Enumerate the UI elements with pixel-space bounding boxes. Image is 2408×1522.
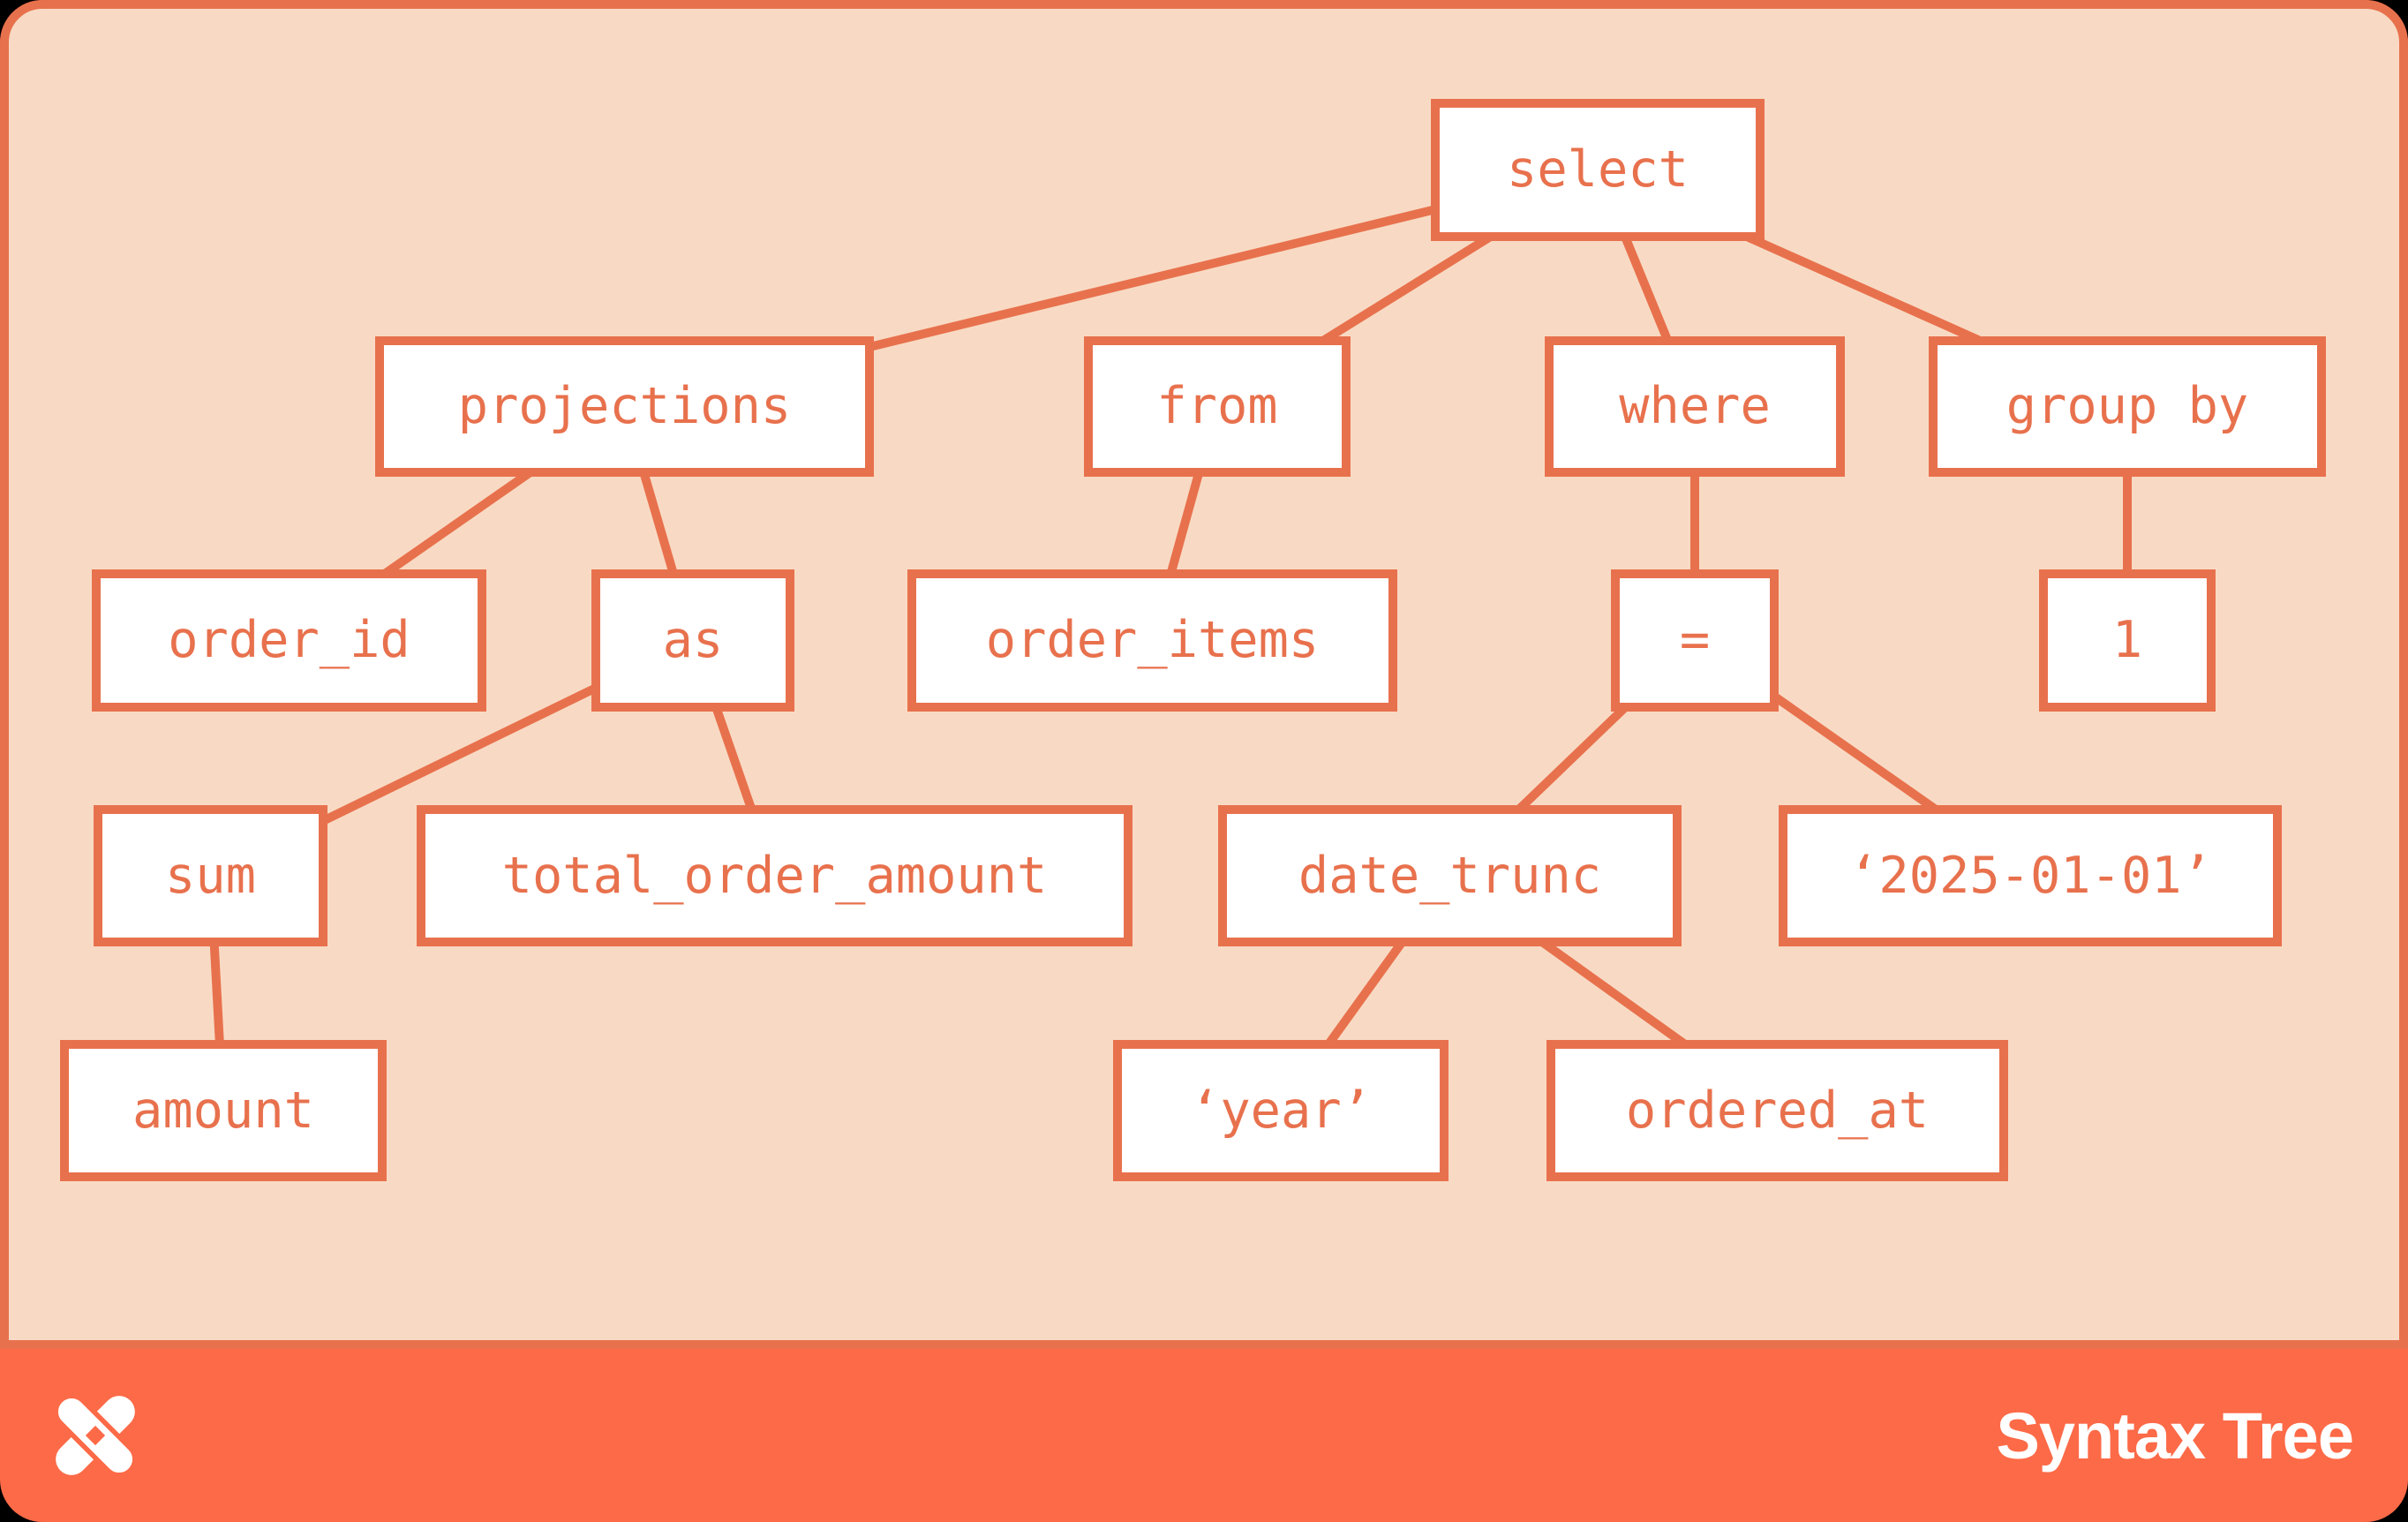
tree-node-order_id: order_id	[92, 569, 486, 712]
tree-node-eq: =	[1611, 569, 1779, 712]
tree-node-amount: amount	[60, 1040, 387, 1181]
footer-title: Syntax Tree	[1996, 1398, 2354, 1473]
tree-node-ordered_at: ordered_at	[1546, 1040, 2008, 1181]
tree-node-date_literal: ‘2025-01-01’	[1779, 805, 2282, 946]
tree-node-year_literal: ‘year’	[1113, 1040, 1449, 1181]
tree-node-sum: sum	[94, 805, 327, 946]
tree-node-select: select	[1431, 99, 1765, 241]
tree-node-projections: projections	[375, 336, 874, 477]
tree-node-where: where	[1545, 336, 1845, 477]
tree-node-total_order_amount: total_order_amount	[417, 805, 1133, 946]
tree-node-from: from	[1084, 336, 1351, 477]
tree-node-date_trunc: date_trunc	[1218, 805, 1682, 946]
tree-node-group_by: group by	[1929, 336, 2326, 477]
tree-node-as: as	[591, 569, 794, 712]
footer-bar: Syntax Tree	[0, 1349, 2408, 1522]
tree-node-order_items: order_items	[907, 569, 1397, 712]
pinwheel-x-icon	[53, 1393, 138, 1478]
tree-node-one: 1	[2039, 569, 2216, 712]
